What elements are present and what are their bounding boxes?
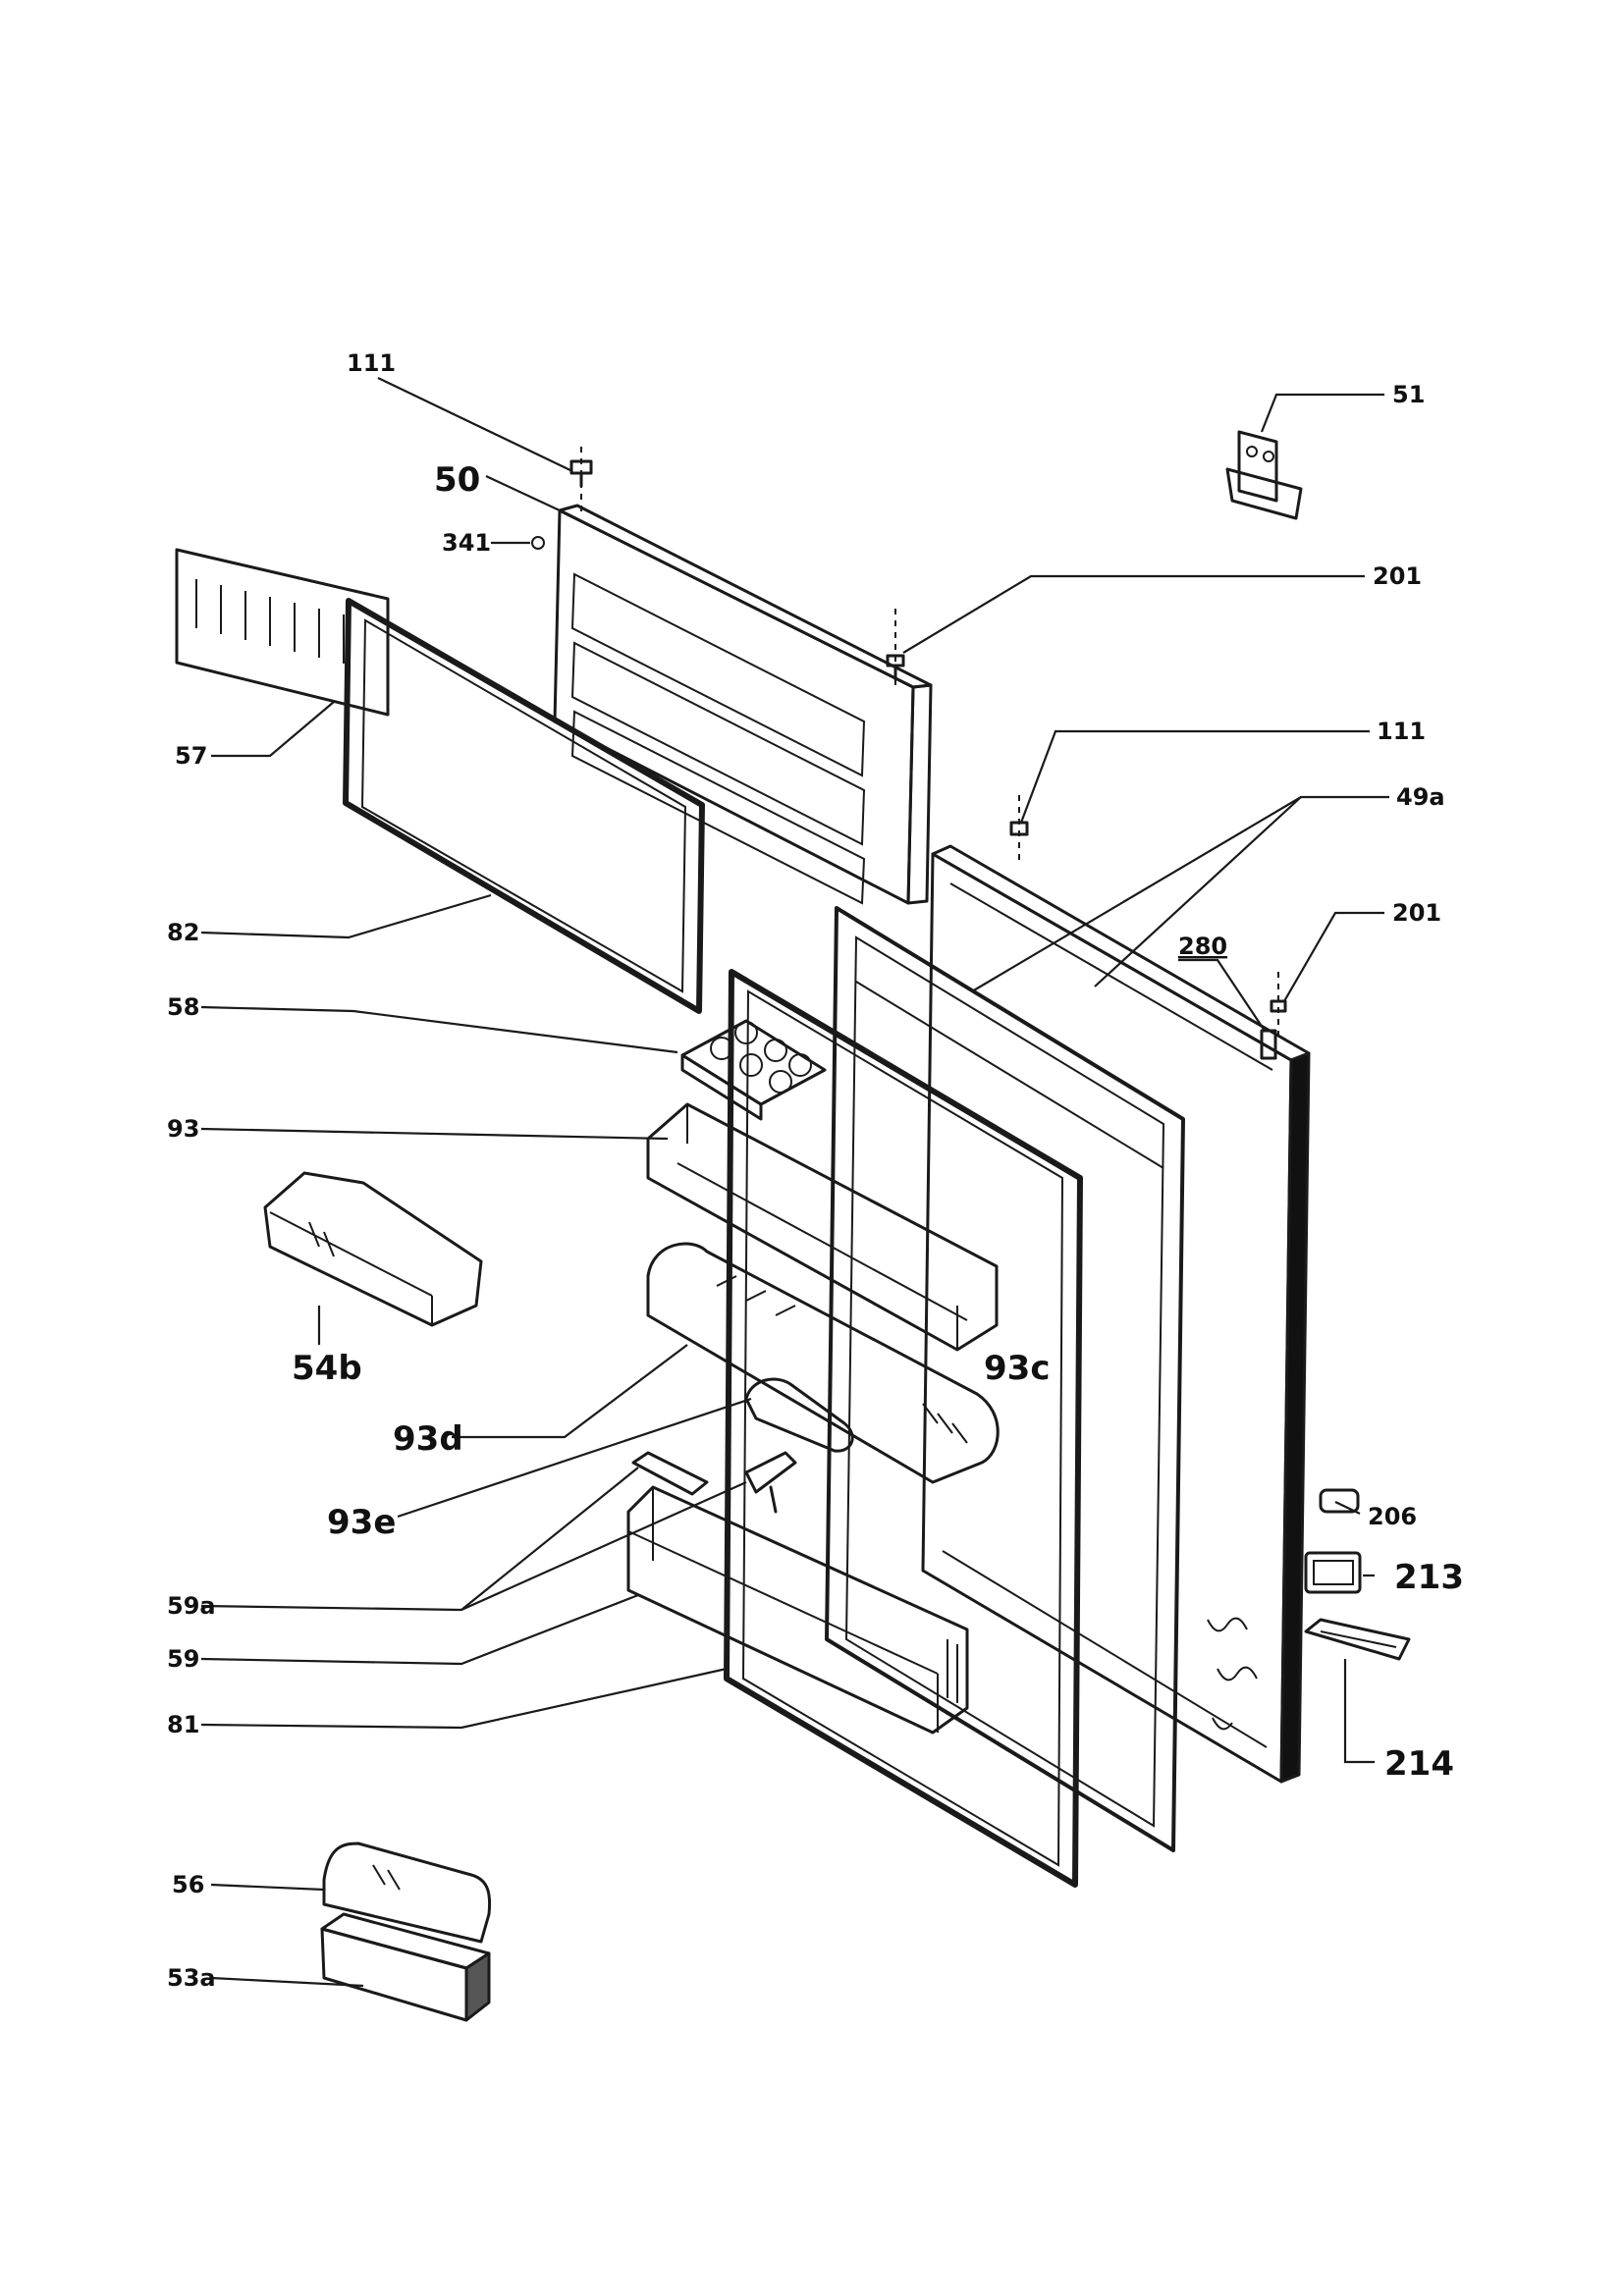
label-93e: 93e	[327, 1503, 396, 1542]
label-53a: 53a	[167, 1964, 216, 1992]
part-201-lower-screw	[1270, 972, 1287, 1041]
part-51-hinge-bracket	[1225, 430, 1303, 520]
part-93c-shelf	[646, 1242, 1000, 1484]
part-54b-bin	[263, 1171, 483, 1327]
label-214: 214	[1384, 1744, 1454, 1784]
part-59-bottle-shelf	[626, 1485, 969, 1735]
label-50: 50	[434, 460, 480, 500]
label-201-upper: 201	[1373, 562, 1422, 590]
label-93d: 93d	[393, 1419, 463, 1459]
label-93c: 93c	[984, 1349, 1050, 1388]
label-213: 213	[1394, 1558, 1464, 1597]
callout-labels: 111 50 341 51 201 57 111 49a 82 201 280 …	[167, 349, 1464, 1992]
label-341: 341	[442, 529, 491, 557]
part-59a-retainers	[631, 1451, 797, 1514]
label-93: 93	[167, 1115, 199, 1143]
label-56: 56	[172, 1871, 204, 1898]
label-57: 57	[175, 742, 207, 770]
part-280-hinge-pin	[1260, 1029, 1277, 1060]
label-206: 206	[1368, 1503, 1417, 1530]
part-81-door-gasket	[724, 969, 1083, 1888]
label-280: 280	[1178, 933, 1227, 960]
part-201-upper-screw	[886, 609, 905, 687]
part-213-cover	[1304, 1551, 1362, 1594]
label-201-lower: 201	[1392, 899, 1441, 927]
leader-lines	[200, 377, 1389, 1988]
label-59a: 59a	[167, 1592, 216, 1620]
label-59: 59	[167, 1645, 199, 1673]
part-111-lower-screw	[1009, 795, 1029, 864]
label-81: 81	[167, 1711, 199, 1738]
part-53a-box	[320, 1912, 491, 2022]
label-111-lower: 111	[1377, 718, 1426, 745]
part-57-label-strip	[175, 548, 390, 717]
part-341-pin	[531, 536, 545, 550]
part-93e-divider	[744, 1377, 854, 1453]
part-214-strip	[1304, 1618, 1411, 1661]
part-206-cap	[1319, 1488, 1360, 1514]
part-50-freezer-door	[553, 504, 933, 905]
part-93-door-shelf	[646, 1102, 999, 1352]
label-54b: 54b	[292, 1349, 362, 1388]
part-56-lid	[322, 1842, 492, 1944]
part-inner-door-liner	[825, 906, 1185, 1852]
label-49a: 49a	[1396, 783, 1445, 811]
part-111-top-screw	[569, 447, 593, 515]
label-111-top: 111	[347, 349, 396, 377]
label-82: 82	[167, 919, 199, 946]
part-82-freezer-gasket	[343, 598, 705, 1014]
label-58: 58	[167, 993, 199, 1021]
label-51: 51	[1392, 381, 1425, 408]
part-58-egg-tray	[680, 1019, 827, 1121]
